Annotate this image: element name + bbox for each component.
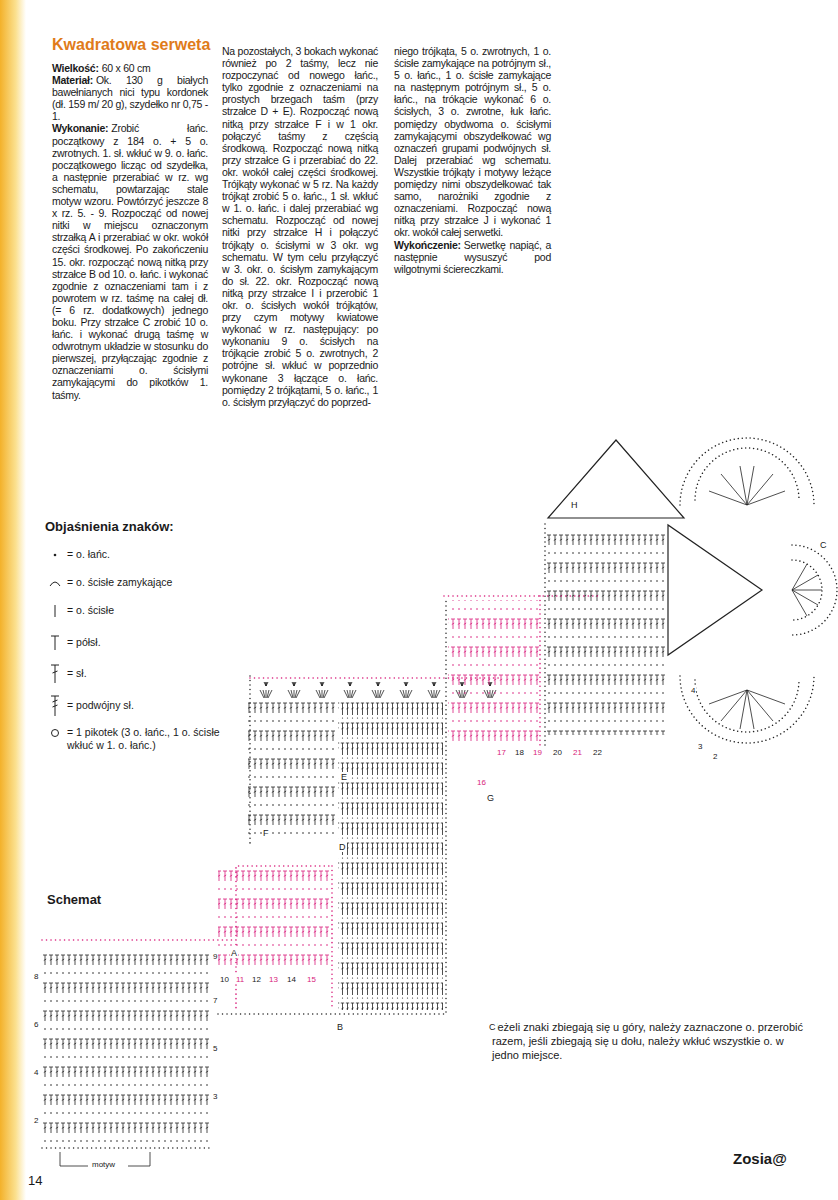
chart-label: 3 <box>697 742 703 751</box>
double-treble-symbol <box>51 696 59 716</box>
chart-label: 21 <box>572 748 583 757</box>
bold-lead: Wykonanie: <box>52 122 108 134</box>
page-label: 14 <box>28 1174 42 1189</box>
legend-entry: = półsł. <box>67 636 232 649</box>
text-column: niego trójkąta, 5 o. zwrotnych, 1 o. ści… <box>394 45 551 275</box>
chart-label: 2 <box>33 1116 39 1125</box>
chart-label: 9 <box>212 952 218 961</box>
chart-label: 2 <box>712 752 718 761</box>
treble-symbol <box>51 665 59 683</box>
chart-label: B <box>336 1022 344 1032</box>
page-label: Schemat <box>47 893 101 908</box>
paragraph: Wykończenie:Serwetkę napiąć, a następnie… <box>394 239 551 275</box>
page-edge-strip <box>0 0 26 1200</box>
triangle-motif <box>548 440 684 518</box>
chart-label: 15 <box>306 975 317 984</box>
triangle-motif <box>668 525 762 655</box>
chart-label: 8 <box>33 972 39 981</box>
stitch-rounds <box>545 530 665 735</box>
legend-entry: = o. ścisłe zamykające <box>67 576 232 589</box>
legend-entry: = o. ścisłe <box>67 604 232 617</box>
chart-label: E <box>340 772 348 782</box>
chart-label: F <box>262 828 270 838</box>
chart-label: 16 <box>476 778 487 787</box>
chart-label: 3 <box>212 1092 218 1101</box>
legend-entry: = podwójny sł. <box>67 699 232 712</box>
chart-label: 13 <box>268 975 279 984</box>
chart-label: 12 <box>251 975 262 984</box>
body-text: niego trójkąta, 5 o. zwrotnych, 1 o. ści… <box>394 45 551 238</box>
page-label: motyw <box>91 1160 116 1169</box>
paragraph: Wykonanie:Zrobić łańc. początkowy z 184 … <box>52 122 208 400</box>
chart-label: 19 <box>532 748 543 757</box>
flower-chain-arcs <box>680 438 837 743</box>
chart-label: H <box>570 500 579 510</box>
chart-label: 18 <box>514 748 525 757</box>
paragraph: Materiał:Ok. 130 g białych bawełnianych … <box>52 74 208 122</box>
chart-label: G <box>486 793 495 803</box>
legend-entry: = o. łańc. <box>67 548 232 561</box>
bold-lead: Wykończenie: <box>394 239 461 251</box>
chart-label: 14 <box>286 975 297 984</box>
chart-label: 20 <box>552 748 563 757</box>
chain-line <box>42 524 545 1148</box>
pink-chain-line <box>42 596 600 1010</box>
half-treble-symbol <box>51 636 59 650</box>
text-column: Na pozostałych, 3 bokach wykonać również… <box>222 45 378 408</box>
stitch-rounds <box>218 868 330 968</box>
page-label: Zosia@ <box>733 1150 787 1167</box>
stitch-rounds <box>448 600 540 745</box>
chart-label: D <box>338 842 347 852</box>
page-label: Jeżeli znaki zbiegają się u góry, należy… <box>492 1020 804 1062</box>
legend-symbols <box>45 520 67 760</box>
body-text: 60 x 60 cm <box>102 62 151 74</box>
body-text: Zrobić łańc. początkowy z 184 o. + 5 o. … <box>52 122 208 400</box>
chart-label: C <box>819 540 828 550</box>
legend-entry: = sł. <box>67 667 232 680</box>
flower-stitches <box>709 466 822 729</box>
stitch-rows <box>42 948 210 1144</box>
chart-label: 5 <box>212 1044 218 1053</box>
paragraph: Wielkość:60 x 60 cm <box>52 62 208 74</box>
chart-label: 7 <box>212 996 218 1005</box>
chart-label: 10 <box>219 975 230 984</box>
legend: Objaśnienia znaków: = o. łańc. = o. ścisłe… <box>45 520 245 760</box>
slip-stitch-symbol <box>50 582 60 586</box>
bold-lead: Materiał: <box>52 74 93 86</box>
body-text: Na pozostałych, 3 bokach wykonać również… <box>222 45 378 408</box>
chart-label: 6 <box>33 1020 39 1029</box>
chart-label: 22 <box>592 748 603 757</box>
stitch-rows <box>248 700 336 840</box>
legend-heading: Objaśnienia znaków: <box>45 520 174 535</box>
legend-entry: = 1 pikotek (3 o. łańc., 1 o. ścisłe wkł… <box>67 726 232 752</box>
paragraph: niego trójkąta, 5 o. zwrotnych, 1 o. ści… <box>394 45 551 239</box>
page-title: Kwadratowa serweta <box>52 36 210 54</box>
paragraph: Na pozostałych, 3 bokach wykonać również… <box>222 45 378 408</box>
chain-symbol <box>54 554 57 557</box>
picot-symbol <box>52 730 59 737</box>
chart-label: C <box>488 1022 497 1032</box>
chart-label: 11 <box>235 975 245 984</box>
chart-label: 17 <box>496 748 507 757</box>
chart-label: 4 <box>33 1068 39 1077</box>
chart-label: 4 <box>690 686 696 695</box>
tape-rows <box>338 700 443 1010</box>
text-column: Wielkość:60 x 60 cmMateriał:Ok. 130 g bi… <box>52 62 208 401</box>
single-crochet-symbol <box>55 605 56 617</box>
chart-label: A <box>230 948 238 958</box>
bold-lead: Wielkość: <box>52 62 99 74</box>
